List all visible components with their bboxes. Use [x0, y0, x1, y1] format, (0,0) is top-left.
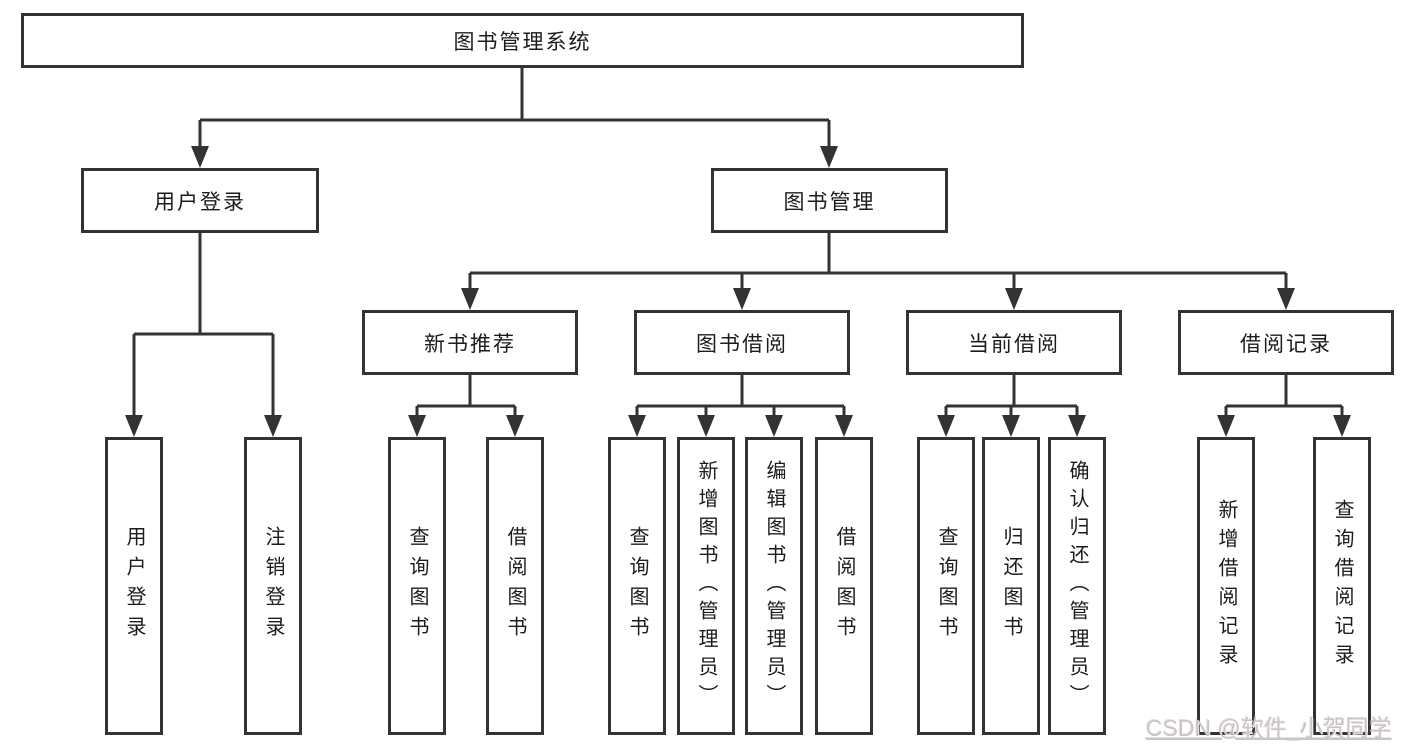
arrowhead-book-mgmt	[820, 146, 838, 168]
arrowhead-ul-logout	[264, 415, 282, 437]
arrowhead-bb-edit-book	[765, 415, 783, 437]
arrowhead-br-add-record	[1217, 415, 1235, 437]
leaf-borrow-borrow-book: 借阅图书	[815, 437, 873, 735]
node-book-management: 图书管理	[711, 168, 948, 233]
leaf-records-add-record: 新增借阅记录	[1197, 437, 1255, 735]
leaf-borrow-edit-book-admin: 编辑图书（管理员）	[745, 437, 803, 735]
connector-root-to-level2	[198, 68, 831, 148]
arrowhead-ul-user-login	[125, 415, 143, 437]
node-root-system: 图书管理系统	[21, 13, 1024, 68]
arrowhead-cb-return-book	[1002, 415, 1020, 437]
node-new-book-recommend: 新书推荐	[362, 310, 578, 375]
connector-book-borrow-children	[635, 375, 846, 417]
leaf-user-login: 用户登录	[105, 437, 163, 735]
leaf-recommend-query-book: 查询图书	[388, 437, 446, 735]
leaf-current-return-book: 归还图书	[982, 437, 1040, 735]
arrowhead-bb-query-book	[628, 415, 646, 437]
node-current-borrow: 当前借阅	[906, 310, 1122, 375]
connector-borrow-records-children	[1224, 375, 1344, 417]
leaf-logout: 注销登录	[244, 437, 302, 735]
connector-user-login-children	[132, 233, 275, 417]
arrowhead-book-borrow	[733, 288, 751, 310]
leaf-borrow-add-book-admin: 新增图书（管理员）	[677, 437, 735, 735]
arrowhead-cb-query-book	[937, 415, 955, 437]
node-user-login: 用户登录	[81, 168, 319, 233]
leaf-recommend-borrow-book: 借阅图书	[486, 437, 544, 735]
arrowhead-user-login	[191, 146, 209, 168]
arrowhead-nb-borrow-book	[506, 415, 524, 437]
arrowhead-current-borrow	[1005, 288, 1023, 310]
leaf-current-confirm-return-admin: 确认归还（管理员）	[1048, 437, 1106, 735]
arrowhead-bb-borrow-book	[835, 415, 853, 437]
leaf-borrow-query-book: 查询图书	[608, 437, 666, 735]
arrowhead-br-query-record	[1333, 415, 1351, 437]
arrowhead-borrow-records	[1277, 288, 1295, 310]
arrowhead-nb-query-book	[408, 415, 426, 437]
arrowhead-bb-add-book	[697, 415, 715, 437]
node-borrow-records: 借阅记录	[1178, 310, 1394, 375]
node-book-borrow: 图书借阅	[634, 310, 850, 375]
leaf-records-query-record: 查询借阅记录	[1313, 437, 1371, 735]
connector-new-book-rec-children	[415, 375, 517, 417]
arrowhead-new-book-rec	[461, 288, 479, 310]
leaf-current-query-book: 查询图书	[917, 437, 975, 735]
connector-current-borrow-children	[944, 375, 1079, 417]
csdn-watermark: CSDN @软件_小贺同学	[1146, 715, 1392, 741]
arrowhead-cb-confirm-return	[1068, 415, 1086, 437]
connector-book-mgmt-children	[468, 233, 1288, 290]
